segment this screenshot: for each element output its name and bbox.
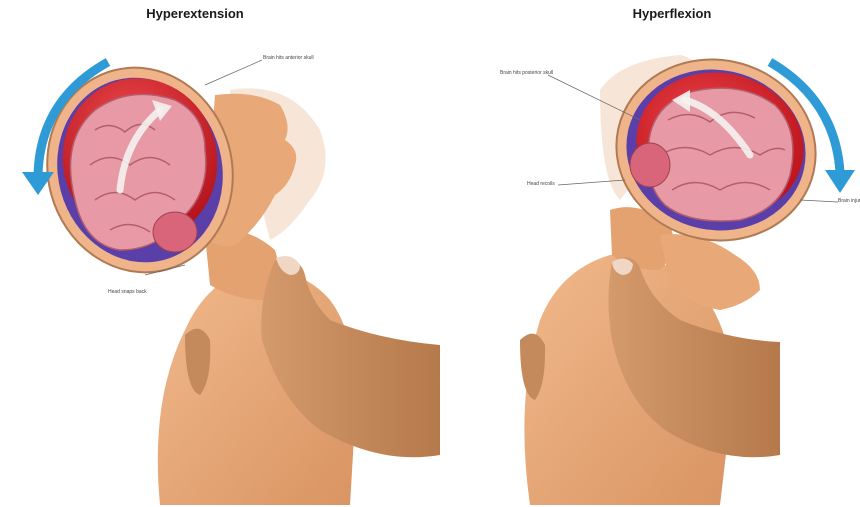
callout-head-snaps-back: Head snaps back [108, 289, 147, 295]
brain-right [648, 88, 793, 221]
callout-head-recoils: Head recoils [527, 181, 555, 187]
hyperflexion-panel [520, 41, 855, 505]
callout-brain-hits-anterior: Brain hits anterior skull [263, 55, 314, 61]
callout-brain-hits-posterior: Brain hits posterior skull [500, 70, 553, 76]
callout-brain-injury: Brain injury [838, 198, 860, 204]
cerebellum-right [630, 143, 670, 187]
cerebellum-left [153, 212, 197, 252]
hyperextension-panel [22, 47, 440, 505]
